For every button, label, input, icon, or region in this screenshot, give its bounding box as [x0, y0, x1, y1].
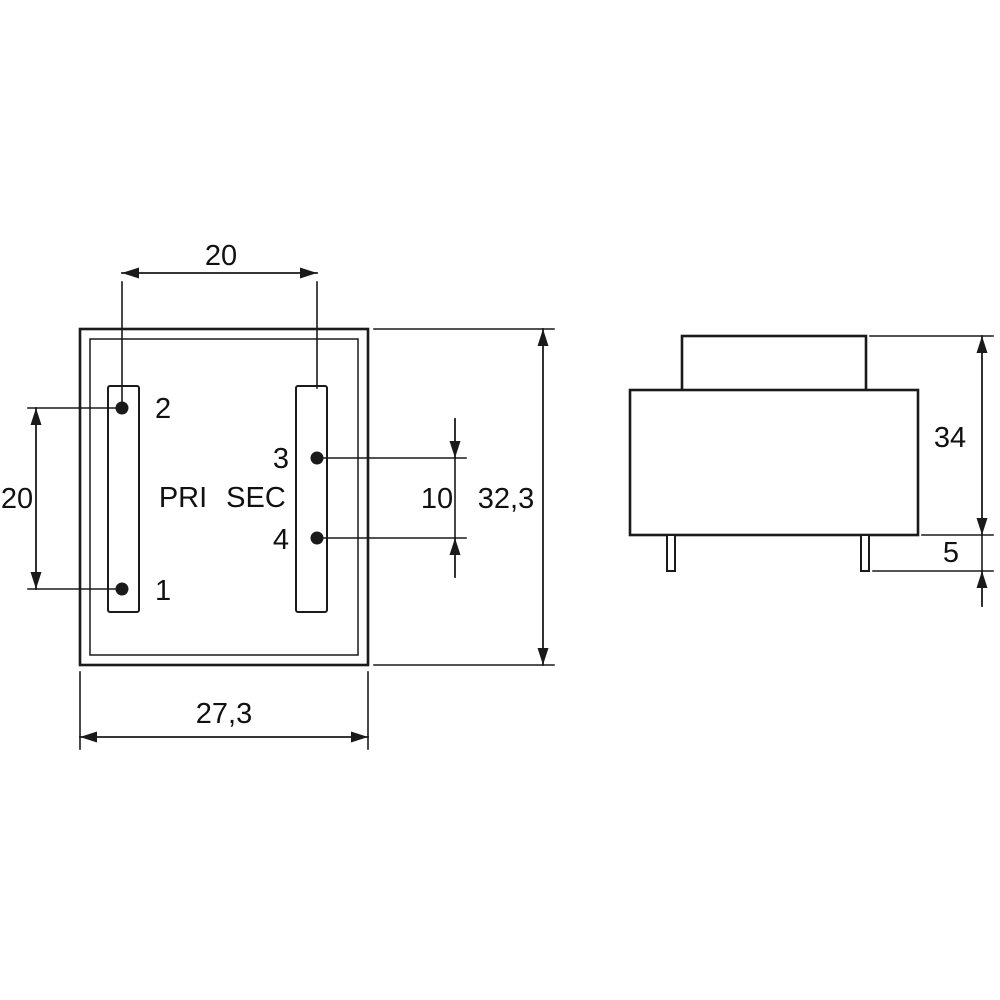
secondary-winding-label: SEC [226, 482, 286, 514]
pin-1-dot [115, 582, 129, 596]
arrowhead-up-icon [976, 571, 988, 588]
side-pin-right [860, 534, 870, 572]
dim-side-body-height: 34 [869, 335, 994, 536]
arrowhead-up-icon [976, 336, 988, 353]
side-pin-left [666, 534, 676, 572]
dim-value: 20 [205, 240, 237, 272]
arrowhead-down-icon [976, 518, 988, 535]
front-body-outer-outline [78, 327, 370, 667]
pin-4-label: 4 [273, 524, 289, 556]
dim-primary-pin-pitch: 20 [1, 407, 120, 590]
dim-value: 10 [421, 483, 453, 515]
dim-value: 34 [934, 422, 966, 454]
pin-2-label: 2 [155, 393, 171, 425]
arrowhead-right-icon [300, 267, 317, 279]
pin-1-label: 1 [155, 575, 171, 607]
dim-value: 27,3 [196, 698, 252, 730]
secondary-pin-slot [295, 385, 328, 613]
front-view: 2 1 3 4 PRI SEC 20 [1, 240, 555, 750]
arrowhead-up-icon [449, 538, 461, 555]
dim-front-body-width: 27,3 [79, 671, 369, 750]
arrowhead-right-icon [351, 731, 368, 743]
side-view: 34 5 [628, 334, 994, 607]
front-body-inner-outline [89, 338, 359, 656]
arrowhead-down-icon [449, 441, 461, 458]
arrowhead-up-icon [30, 408, 42, 425]
primary-winding-label: PRI [159, 482, 207, 514]
pin-3-label: 3 [273, 443, 289, 475]
dim-pin-length: 5 [872, 534, 994, 607]
primary-pin-slot [107, 385, 140, 613]
dim-value: 5 [943, 537, 959, 569]
dim-front-body-height: 32,3 [373, 328, 555, 666]
arrowhead-down-icon [30, 572, 42, 589]
dim-value: 20 [1, 483, 33, 515]
dim-value: 32,3 [478, 483, 534, 515]
side-body-outline [628, 388, 920, 537]
arrowhead-left-icon [80, 731, 97, 743]
arrowhead-down-icon [537, 648, 549, 665]
arrowhead-left-icon [122, 267, 139, 279]
side-top-cap-outline [680, 334, 868, 394]
dim-pin-column-spacing: 20 [121, 240, 318, 403]
pin-2-dot [115, 401, 129, 415]
dim-secondary-pin-pitch: 10 [316, 418, 467, 578]
arrowhead-up-icon [537, 329, 549, 346]
